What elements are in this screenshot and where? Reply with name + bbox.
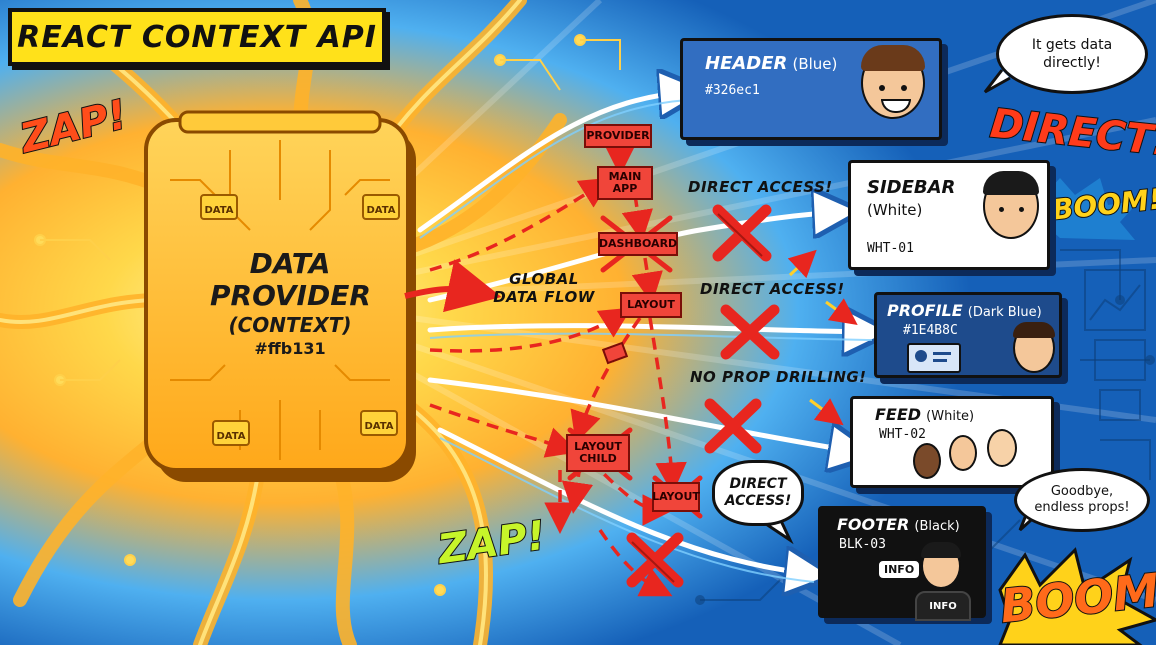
provider-kind: (CONTEXT) <box>228 313 352 337</box>
profile-avatar-icon <box>1013 322 1055 373</box>
footer-name: FOOTER <box>837 515 910 534</box>
data-chip: DATA <box>200 194 238 220</box>
profile-variant: (Dark Blue) <box>967 305 1042 320</box>
footer-avatar-icon <box>921 542 961 589</box>
feed-card-title: FEED (White) <box>875 405 974 424</box>
profile-card-title: PROFILE (Dark Blue) <box>887 301 1042 320</box>
direct-access-label: DIRECT ACCESS! <box>700 280 845 298</box>
data-chip: DATA <box>360 410 398 436</box>
tree-node-dashboard: DASHBOARD <box>598 232 678 256</box>
tree-node-layout-small: LAYOUT <box>652 482 700 512</box>
no-prop-drilling-label: NO PROP DRILLING! <box>690 368 867 386</box>
data-chip: DATA <box>212 420 250 446</box>
tree-node-layout-child: LAYOUT CHILD <box>566 434 630 472</box>
profile-code: #1E4B8C <box>903 323 958 338</box>
feed-variant: (White) <box>926 409 975 424</box>
person-icon <box>913 443 941 479</box>
header-code: #326ec1 <box>705 83 760 98</box>
person-icon <box>987 429 1017 467</box>
id-card-icon <box>907 343 961 373</box>
tree-node-layout: LAYOUT <box>620 292 682 318</box>
blocked-crosses <box>626 204 780 588</box>
sidebar-variant: (White) <box>867 201 923 219</box>
speech-bubble-bottom: Goodbye, endless props! <box>1014 468 1150 532</box>
footer-card-title: FOOTER (Black) <box>837 515 960 534</box>
tree-node-main-app: MAIN APP <box>597 166 653 200</box>
direct-access-label: DIRECT ACCESS! <box>688 178 833 196</box>
sidebar-code: WHT-01 <box>867 241 914 256</box>
footer-info-tag: INFO <box>877 559 922 580</box>
header-component-card: HEADER (Blue) #326ec1 <box>680 38 942 140</box>
provider-color-code: #ffb131 <box>254 339 326 358</box>
feed-name: FEED <box>875 405 922 424</box>
direct-access-bubble: DIRECT ACCESS! <box>712 460 804 526</box>
sidebar-component-card: SIDEBAR (White) WHT-01 <box>848 160 1050 270</box>
data-chip: DATA <box>362 194 400 220</box>
sidebar-name: SIDEBAR <box>867 177 956 198</box>
footer-variant: (Black) <box>914 519 960 534</box>
provider-name-line2: PROVIDER <box>210 279 371 312</box>
header-avatar-icon <box>861 45 925 119</box>
provider-name-line1: DATA <box>249 247 331 280</box>
footer-component-card: FOOTER (Black) BLK-03 INFO INFO <box>818 506 986 621</box>
profile-name: PROFILE <box>887 301 963 320</box>
feed-code: WHT-02 <box>879 427 926 442</box>
header-card-title: HEADER (Blue) <box>705 53 837 74</box>
header-name: HEADER <box>705 53 788 74</box>
global-data-flow-label: GLOBAL DATA FLOW <box>493 270 595 306</box>
page-title: REACT CONTEXT API <box>8 8 386 66</box>
tree-node-provider: PROVIDER <box>584 124 652 148</box>
footer-code: BLK-03 <box>839 537 886 552</box>
sidebar-avatar-icon <box>983 171 1039 239</box>
feed-component-card: FEED (White) WHT-02 <box>850 396 1054 488</box>
header-variant: (Blue) <box>792 55 838 73</box>
footer-info-shirt: INFO <box>915 591 971 621</box>
person-icon <box>949 435 977 471</box>
speech-bubble-top: It gets data directly! <box>996 14 1148 94</box>
profile-component-card: PROFILE (Dark Blue) #1E4B8C <box>874 292 1062 378</box>
provider-label: DATA PROVIDER (CONTEXT) #ffb131 <box>210 247 371 360</box>
